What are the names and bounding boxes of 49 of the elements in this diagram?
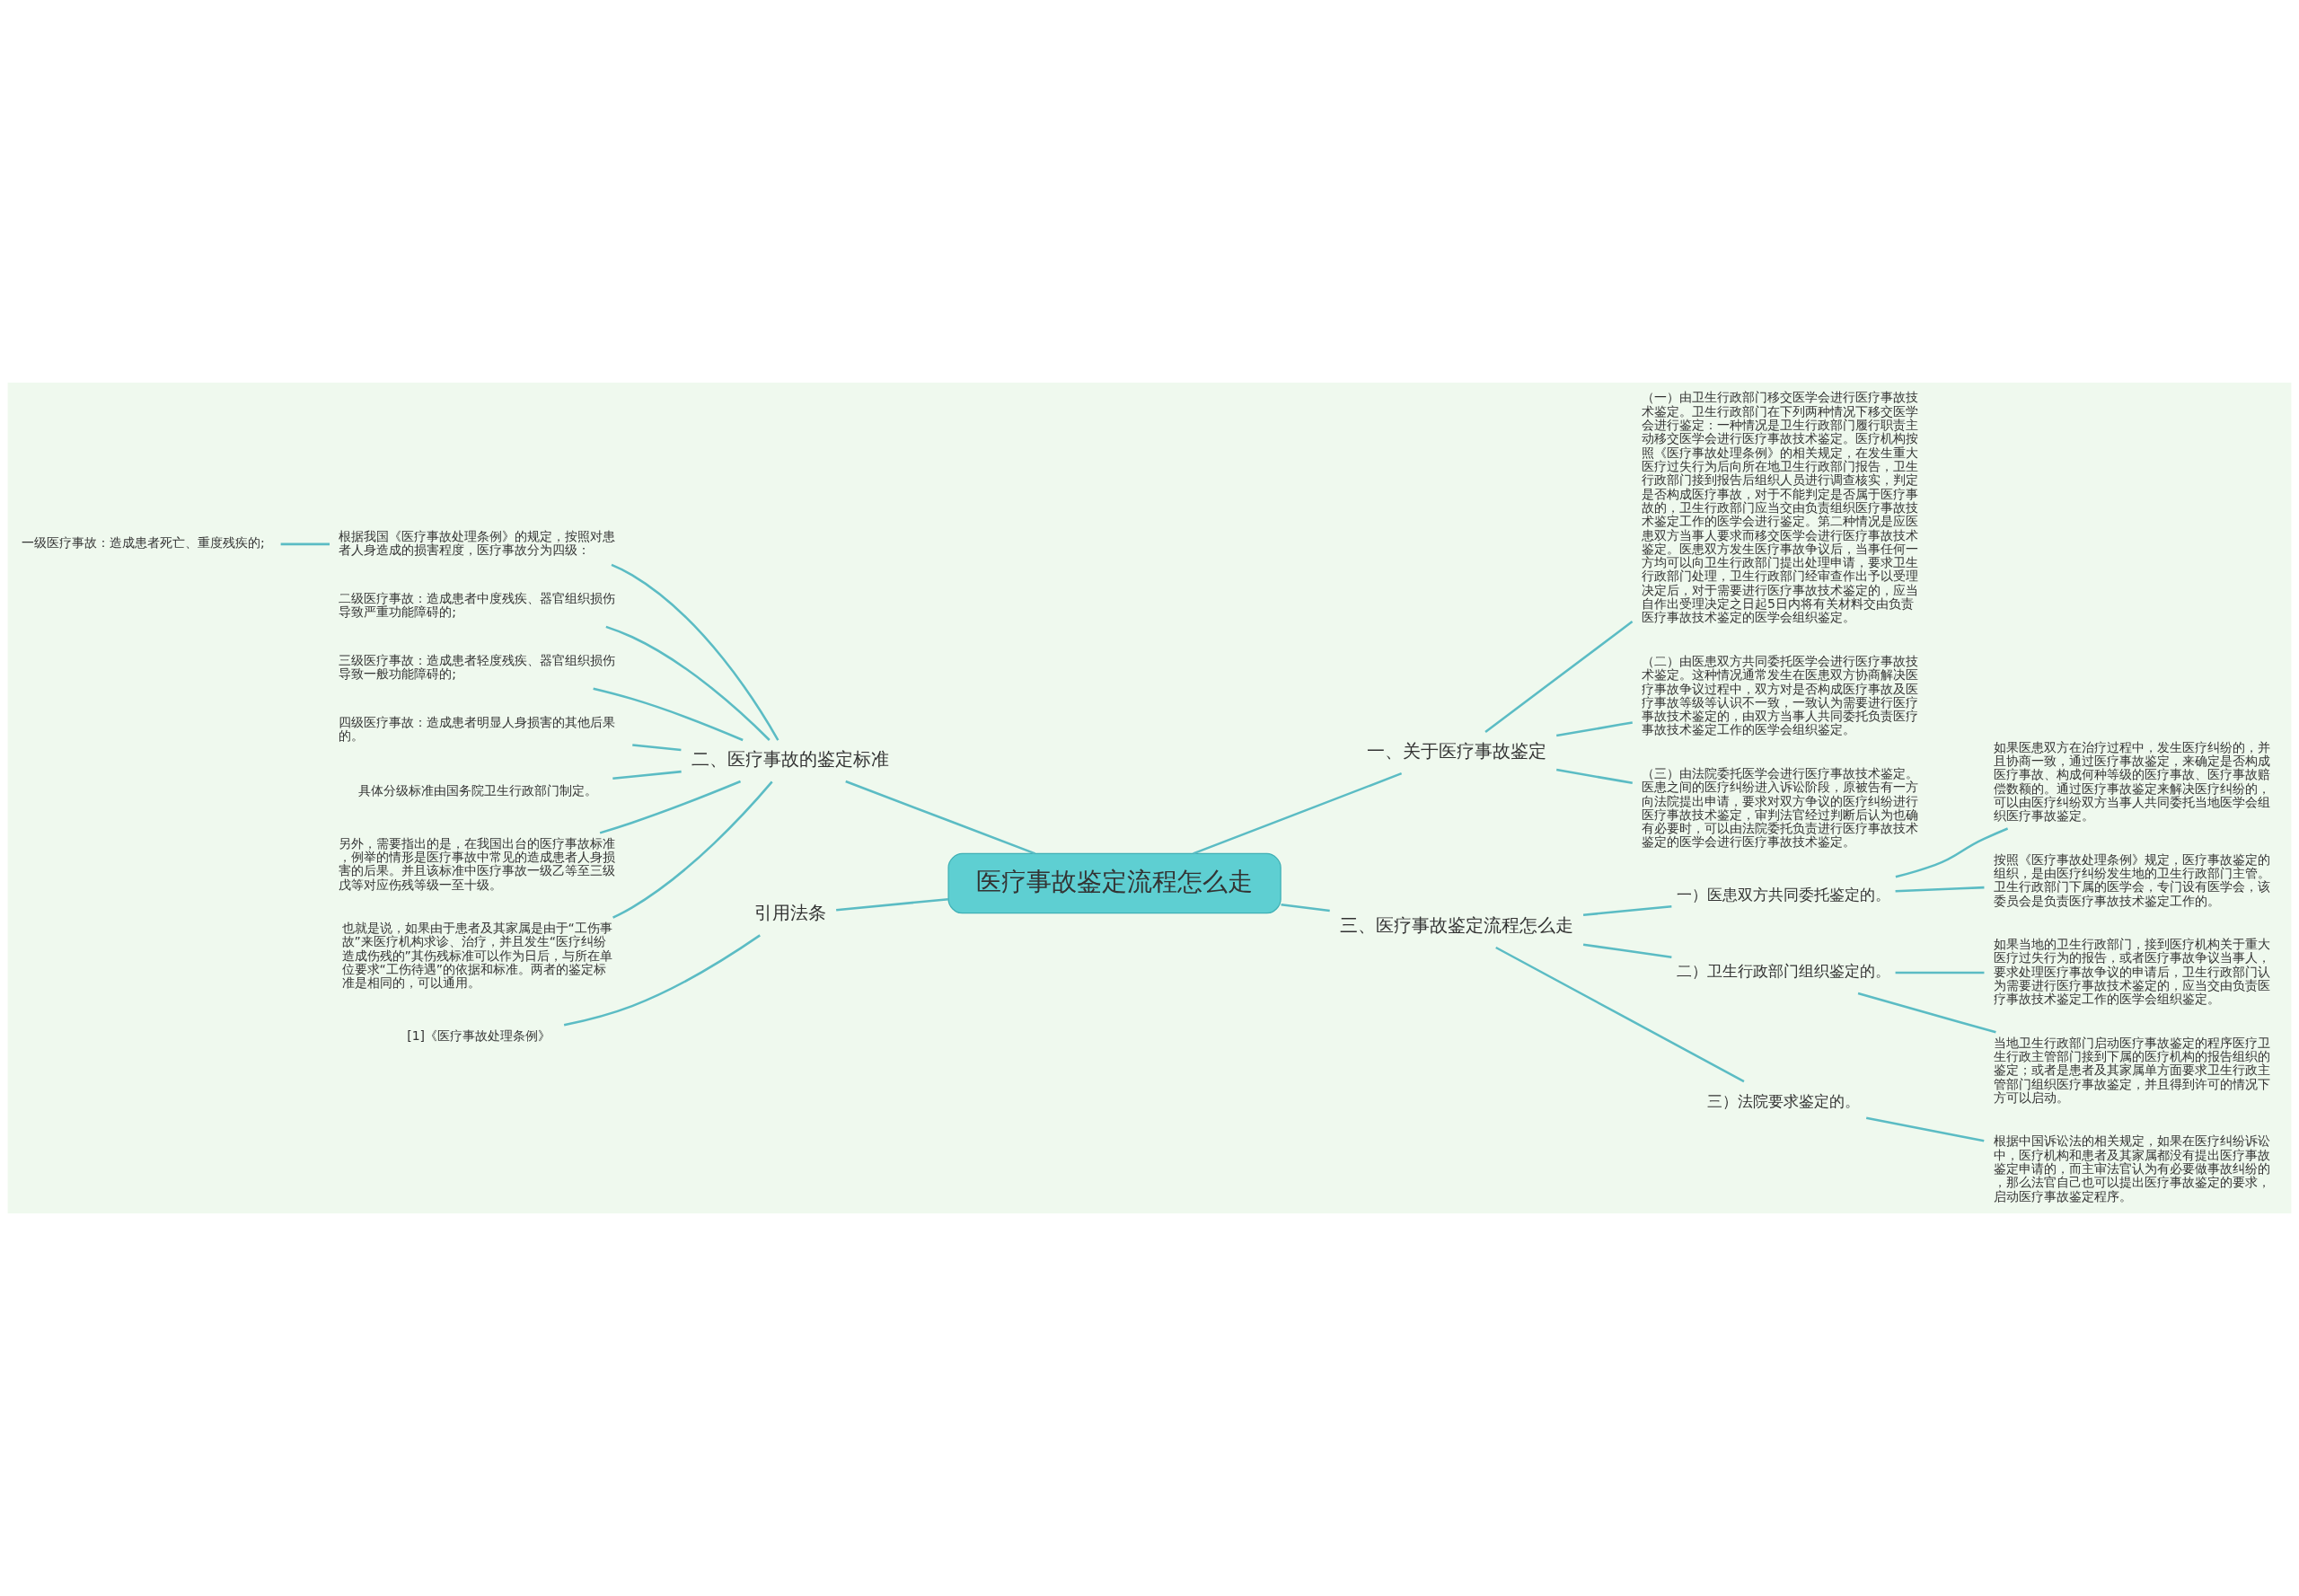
node-text: 根据我国《医疗事故处理条例》的规定，按照对患者人身造成的损害程度，医疗事故分为四级：: [339, 528, 616, 558]
node-text: 也就是说，如果由于患者及其家属是由于“工伤事故”来医疗机构求诊、治疗，并且发生“医疗纠纷造成伤残的”其伤残标准可以作为日后，与所在单位要求“工伤待遇”的依据和标准。两者的鉴定标准是相同的，可以通用。: [341, 921, 612, 991]
connector: [1582, 943, 1672, 958]
connector: [845, 780, 1036, 855]
node-text: 一）医患双方共同委托鉴定的。: [1677, 886, 1891, 904]
connector: [1555, 768, 1633, 784]
connector: [599, 780, 742, 834]
connector: [1895, 886, 1985, 893]
node-text: 二级医疗事故：造成患者中度残疾、器官组织损伤导致严重功能障碍的;: [339, 590, 616, 620]
node-text: 三级医疗事故：造成患者轻度残疾、器官组织损伤导致一般功能障碍的;: [339, 652, 616, 681]
node-text: 三）法院要求鉴定的。: [1707, 1092, 1861, 1110]
node-text: （二）由医患双方共同委托医学会进行医疗事故技术鉴定。这种情况通常发生在医患双方协商解决医疗事故争议过程中，双方对是否构成医疗事故及医疗事故等级等认识不一致，一致认为需要进行医疗事故技术鉴定的，由双方当事人共同委托负责医疗事故技术鉴定工作的医学会组织鉴定。: [1641, 653, 1918, 737]
node-text: 二）卫生行政部门组织鉴定的。: [1677, 963, 1891, 981]
node-text: [1]《医疗事故处理条例》: [407, 1028, 551, 1044]
connector: [612, 770, 682, 780]
node-text: （一）由卫生行政部门移交医学会进行医疗事故技术鉴定。卫生行政部门在下列两种情况下移交医学会进行鉴定：一种情况是卫生行政部门履行职责主动移交医学会进行医疗事故技术鉴定。医疗机构按照《医疗事故处理条例》的相关规定，在发生重大医疗过失行为后向所在地卫生行政部门报告，卫生行政部门接到报告后组织人员进行调查核实，判定是否构成医疗事故，对于不能判定是否属于医疗事故的，卫生行政部门应当交由负责组织医疗事故技术鉴定工作的医学会进行鉴定。第二种情况是应医患双方当事人要求而移交医学会进行医疗事故技术鉴定。医患双方发生医疗事故争议后，当事任何一方均可以向卫生行政部门提出处理申请，要求卫生行政部门处理，卫生行政部门经审查作出予以受理决定后，对于需要进行医疗事故技术鉴定的，应当自作出受理决定之日起5日内将有关材料交由负责医疗事故技术鉴定的医学会组织鉴定。: [1641, 390, 1918, 625]
connector: [1193, 772, 1403, 855]
node-text: 按照《医疗事故处理条例》规定，医疗事故鉴定的组织，是由医疗纠纷发生地的卫生行政部门主管。卫生行政部门下属的医学会，专门设有医学会，该委员会是负责医疗事故技术鉴定工作的。: [1993, 851, 2270, 908]
node-text: 如果医患双方在治疗过程中，发生医疗纠纷的，并且协商一致，通过医疗事故鉴定，来确定是否构成医疗事故、构成何种等级的医疗事故、医疗事故赔偿数额的。通过医疗事故鉴定来解决医疗纠纷的，可以由医疗纠纷双方当事人共同委托当地医学会组织医疗事故鉴定。: [1993, 739, 2270, 824]
connector: [1495, 946, 1745, 1083]
node-text: 二、医疗事故的鉴定标准: [691, 747, 890, 770]
connector: [612, 780, 773, 919]
node-text: 四级医疗事故：造成患者明显人身损害的其他后果的。: [339, 714, 616, 743]
connector: [280, 542, 330, 546]
node-box: 医疗事故鉴定流程怎么走: [947, 852, 1282, 914]
connector: [1556, 721, 1633, 737]
connector: [1484, 621, 1634, 733]
node-text: 一、关于医疗事故鉴定: [1366, 739, 1546, 762]
node-text: 当地卫生行政部门启动医疗事故鉴定的程序医疗卫生行政主管部门接到下属的医疗机构的报告组织的鉴定；或者是患者及其家属单方面要求卫生行政主管部门组织医疗事故鉴定，并且得到许可的情况下方可以启动。: [1993, 1035, 2270, 1105]
node-text: 具体分级标准由国务院卫生行政部门制定。: [358, 783, 598, 798]
connector: [1857, 992, 1996, 1034]
node-text: 根据中国诉讼法的相关规定，如果在医疗纠纷诉讼中，医疗机构和患者及其家属都没有提出医疗事故鉴定申请的，而主审法官认为有必要做事故纠纷的，那么法官自己也可以提出医疗事故鉴定的要求，启动医疗事故鉴定程序。: [1993, 1133, 2270, 1204]
connector: [1865, 1116, 1985, 1142]
node-text: （三）由法院委托医学会进行医疗事故技术鉴定。医患之间的医疗纠纷进入诉讼阶段，原被告有一方向法院提出申请，要求对双方争议的医疗纠纷进行医疗事故技术鉴定，审判法官经过判断后认为也确有必要时，可以由法院委托负责进行医疗事故技术鉴定的医学会进行医疗事故技术鉴定。: [1641, 765, 1918, 850]
connector: [632, 744, 682, 752]
node-text: 一级医疗事故：造成患者死亡、重度残疾的;: [21, 535, 265, 551]
connector: [593, 687, 744, 742]
node-text: 三、医疗事故鉴定流程怎么走: [1339, 913, 1573, 936]
node-text: 引用法条: [754, 901, 827, 923]
connector: [605, 625, 771, 741]
connector: [1895, 827, 2009, 878]
connector: [1895, 971, 1985, 974]
connector: [836, 897, 949, 912]
connector: [611, 563, 780, 741]
connector: [563, 934, 761, 1027]
connector: [1582, 905, 1672, 916]
node-text: 如果当地的卫生行政部门，接到医疗机构关于重大医疗过失行为的报告，或者医疗事故争议当事人，要求处理医疗事故争议的申请后，卫生行政部门认为需要进行医疗事故技术鉴定的，应当交由负责医疗事故技术鉴定工作的医学会组织鉴定。: [1993, 937, 2270, 1007]
connector: [1281, 903, 1330, 913]
node-text: 另外，需要指出的是，在我国出台的医疗事故标准，例举的情形是医疗事故中常见的造成患者人身损害的后果。并且该标准中医疗事故一级乙等至三级戊等对应伤残等级一至十级。: [339, 835, 616, 892]
